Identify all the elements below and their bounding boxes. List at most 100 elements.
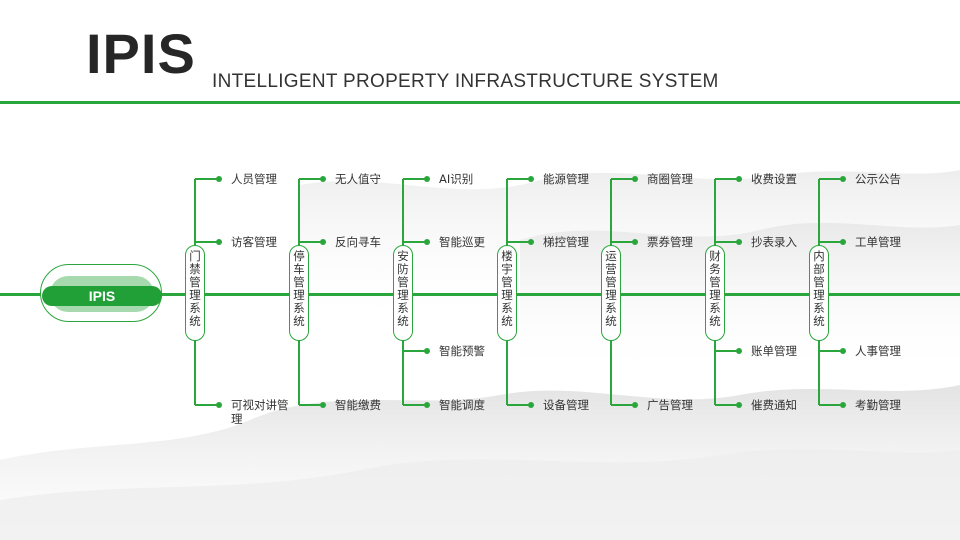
- connector-vertical-bottom: [714, 341, 716, 405]
- leaf-dot: [320, 239, 326, 245]
- leaf-connector: [403, 404, 427, 406]
- leaf-connector: [715, 350, 739, 352]
- leaf-connector: [299, 404, 323, 406]
- leaf-connector: [611, 241, 635, 243]
- leaf-dot: [216, 176, 222, 182]
- leaf-item: 公示公告: [855, 172, 901, 186]
- module-box: 楼宇管理系统: [497, 245, 517, 341]
- leaf-dot: [320, 402, 326, 408]
- main-axis-line: [0, 293, 960, 296]
- leaf-dot: [736, 402, 742, 408]
- leaf-item: 广告管理: [647, 398, 693, 412]
- leaf-connector: [195, 241, 219, 243]
- leaf-item: 设备管理: [543, 398, 589, 412]
- leaf-item: 催费通知: [751, 398, 797, 412]
- leaf-dot: [736, 239, 742, 245]
- leaf-dot: [840, 402, 846, 408]
- leaf-item: 智能缴费: [335, 398, 381, 412]
- mid-ridge: [520, 222, 960, 380]
- leaf-connector: [507, 178, 531, 180]
- leaf-item: 智能巡更: [439, 235, 485, 249]
- leaf-connector: [403, 241, 427, 243]
- header-divider: [0, 101, 960, 104]
- leaf-dot: [840, 348, 846, 354]
- module-box: 停车管理系统: [289, 245, 309, 341]
- hub-label: IPIS: [42, 286, 162, 306]
- leaf-connector: [403, 178, 427, 180]
- leaf-dot: [424, 239, 430, 245]
- leaf-dot: [528, 176, 534, 182]
- leaf-dot: [736, 348, 742, 354]
- module-box: 内部管理系统: [809, 245, 829, 341]
- leaf-dot: [840, 176, 846, 182]
- connector-vertical-bottom: [506, 341, 508, 405]
- module-box: 门禁管理系统: [185, 245, 205, 341]
- leaf-item: 梯控管理: [543, 235, 589, 249]
- module-box: 运营管理系统: [601, 245, 621, 341]
- leaf-connector: [507, 241, 531, 243]
- leaf-dot: [632, 176, 638, 182]
- leaf-connector: [195, 404, 219, 406]
- leaf-connector: [819, 241, 843, 243]
- leaf-item: 商圈管理: [647, 172, 693, 186]
- leaf-dot: [424, 348, 430, 354]
- leaf-dot: [528, 239, 534, 245]
- leaf-connector: [715, 241, 739, 243]
- connector-vertical-bottom: [194, 341, 196, 405]
- leaf-connector: [195, 178, 219, 180]
- leaf-item: 工单管理: [855, 235, 901, 249]
- leaf-item: 考勤管理: [855, 398, 901, 412]
- leaf-dot: [216, 239, 222, 245]
- leaf-item: 访客管理: [231, 235, 277, 249]
- page-subtitle: INTELLIGENT PROPERTY INFRASTRUCTURE SYST…: [212, 71, 719, 92]
- leaf-connector: [611, 178, 635, 180]
- connector-vertical-bottom: [402, 341, 404, 405]
- connector-vertical-top: [402, 179, 404, 245]
- leaf-connector: [611, 404, 635, 406]
- connector-vertical-top: [506, 179, 508, 245]
- page-title: IPIS: [86, 22, 196, 85]
- connector-vertical-top: [194, 179, 196, 245]
- leaf-connector: [299, 178, 323, 180]
- leaf-dot: [528, 402, 534, 408]
- connector-vertical-bottom: [818, 341, 820, 405]
- leaf-connector: [715, 178, 739, 180]
- leaf-item: 可视对讲管理: [231, 398, 289, 426]
- front-ridge: [0, 449, 960, 540]
- leaf-connector: [819, 178, 843, 180]
- leaf-item: 人事管理: [855, 344, 901, 358]
- leaf-item: 票券管理: [647, 235, 693, 249]
- connector-vertical-bottom: [610, 341, 612, 405]
- connector-vertical-bottom: [298, 341, 300, 405]
- leaf-dot: [320, 176, 326, 182]
- module-box: 安防管理系统: [393, 245, 413, 341]
- leaf-connector: [403, 350, 427, 352]
- leaf-item: 人员管理: [231, 172, 277, 186]
- leaf-dot: [632, 239, 638, 245]
- module-box: 财务管理系统: [705, 245, 725, 341]
- leaf-dot: [736, 176, 742, 182]
- leaf-dot: [216, 402, 222, 408]
- leaf-item: 能源管理: [543, 172, 589, 186]
- leaf-item: 智能调度: [439, 398, 485, 412]
- leaf-connector: [819, 350, 843, 352]
- leaf-connector: [507, 404, 531, 406]
- leaf-item: 收费设置: [751, 172, 797, 186]
- connector-vertical-top: [714, 179, 716, 245]
- connector-vertical-top: [610, 179, 612, 245]
- leaf-item: 无人值守: [335, 172, 381, 186]
- leaf-item: 反向寻车: [335, 235, 381, 249]
- leaf-item: AI识别: [439, 172, 474, 186]
- connector-vertical-top: [818, 179, 820, 245]
- leaf-connector: [715, 404, 739, 406]
- leaf-connector: [819, 404, 843, 406]
- leaf-item: 账单管理: [751, 344, 797, 358]
- leaf-dot: [424, 176, 430, 182]
- connector-vertical-top: [298, 179, 300, 245]
- leaf-item: 智能预警: [439, 344, 485, 358]
- leaf-dot: [632, 402, 638, 408]
- leaf-dot: [840, 239, 846, 245]
- leaf-item: 抄表录入: [751, 235, 797, 249]
- leaf-dot: [424, 402, 430, 408]
